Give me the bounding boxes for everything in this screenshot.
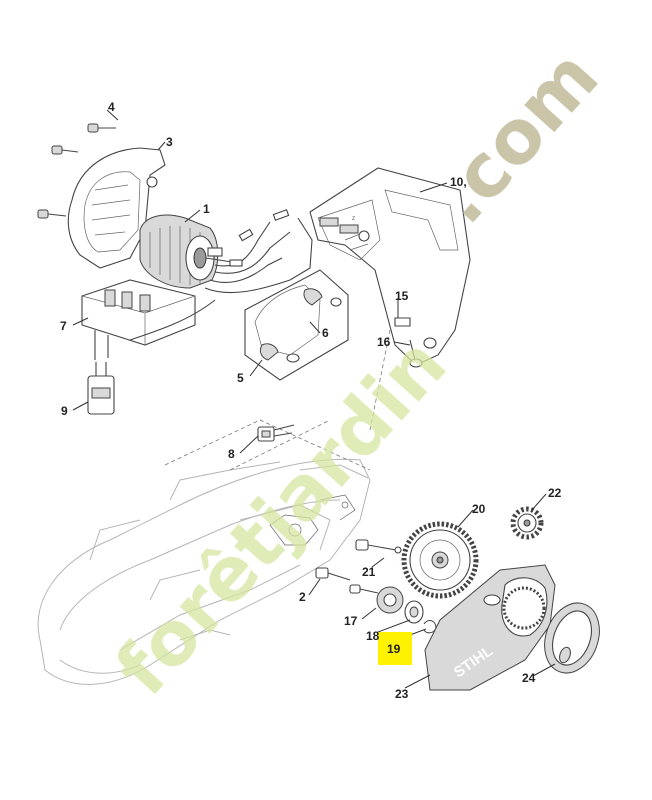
part-number-labels: 4 3 1 7 9 5 6 8 10, 15 16 20 22 21 2 17 …: [60, 100, 562, 701]
part-number-23: 23: [395, 687, 409, 701]
part-number-9: 9: [61, 404, 68, 418]
part-number-8: 8: [228, 447, 235, 461]
part-number-20: 20: [472, 502, 486, 516]
part-number-15: 15: [395, 289, 409, 303]
part-20-gear: [401, 521, 479, 599]
part-number-17: 17: [344, 614, 358, 628]
part-7-switch-block: [81, 279, 216, 360]
part-number-21: 21: [362, 565, 376, 579]
part-number-3: 3: [166, 135, 173, 149]
part-1-motor: [139, 214, 233, 289]
part-18-washer: [376, 586, 424, 624]
watermark-dark-text: .com: [417, 34, 615, 240]
part-number-16: 16: [377, 335, 391, 349]
part-number-4: 4: [108, 100, 115, 114]
part-19-highlight: [378, 632, 412, 665]
part-number-1: 1: [203, 202, 210, 216]
part-24-cap: [544, 602, 600, 674]
motor-wires: [204, 209, 313, 294]
part-23-sprocket-cover: STIHL: [424, 564, 556, 691]
part-8-switch: [257, 424, 295, 442]
leader-lines: [72, 109, 556, 689]
part-number-19: 19: [387, 642, 401, 656]
part-22-sprocket: [510, 506, 544, 540]
part-10-handle-guard: Z: [309, 167, 471, 368]
part-5-brush-plate: [244, 269, 349, 381]
part-9-component: [87, 362, 115, 415]
part-number-5: 5: [237, 371, 244, 385]
part-17-screw: [349, 584, 379, 594]
part-number-10: 10,: [450, 175, 467, 189]
part-4-screws: [37, 123, 116, 219]
part-21-bolt: [355, 539, 402, 554]
part-number-24: 24: [522, 671, 536, 685]
part-2-bolt: [315, 567, 351, 581]
part-number-2: 2: [299, 590, 306, 604]
svg-text:Z: Z: [352, 216, 355, 222]
part-number-22: 22: [548, 486, 562, 500]
part-number-6: 6: [322, 326, 329, 340]
part-number-18: 18: [366, 629, 380, 643]
part-3-housing: [67, 147, 166, 269]
saw-body-outline: [37, 458, 371, 685]
part-number-7: 7: [60, 319, 67, 333]
